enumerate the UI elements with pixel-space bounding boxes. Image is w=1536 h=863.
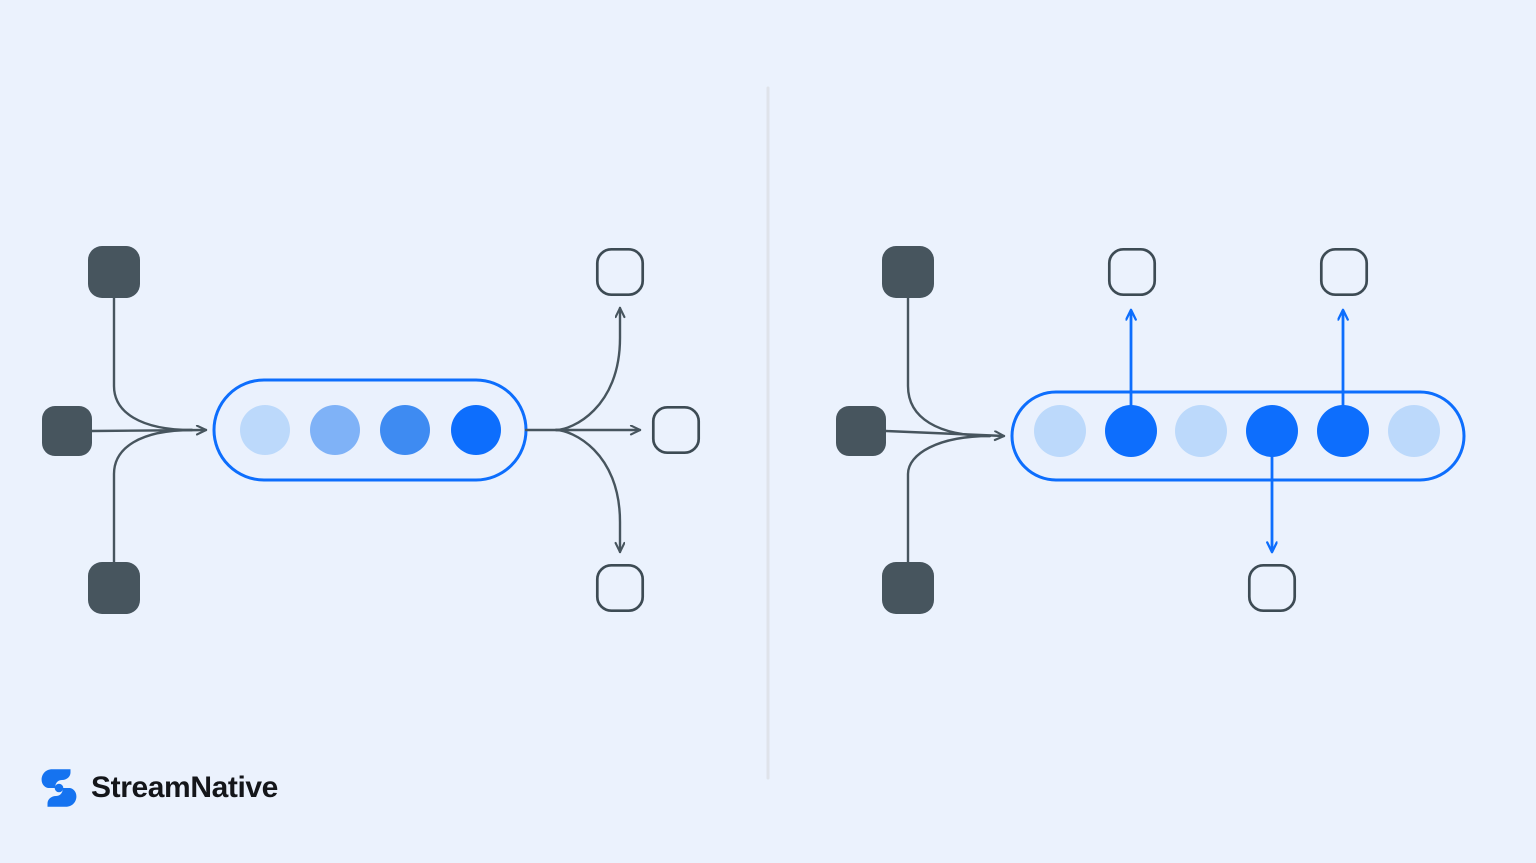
producer-bottom[interactable]: [88, 562, 140, 614]
producer-top-link: [112, 296, 194, 432]
producer-bottom[interactable]: [882, 562, 934, 614]
message-circle[interactable]: [310, 405, 360, 455]
producer-middle[interactable]: [836, 406, 886, 456]
right-panel-layer: [836, 246, 1466, 614]
producer-middle[interactable]: [42, 406, 92, 456]
message-circle[interactable]: [1105, 405, 1157, 457]
consumer-top-left[interactable]: [1107, 247, 1157, 297]
consumer-top-right[interactable]: [1319, 247, 1369, 297]
consumer-top[interactable]: [595, 247, 645, 297]
producer-top[interactable]: [88, 246, 140, 298]
consumer-bottom[interactable]: [1247, 563, 1297, 613]
producer-bottom-link: [906, 434, 992, 564]
producer-top[interactable]: [882, 246, 934, 298]
producer-middle-link: [90, 430, 208, 431]
message-circle[interactable]: [240, 405, 290, 455]
producer-top-link: [906, 296, 992, 438]
message-circle[interactable]: [1388, 405, 1440, 457]
message-circle[interactable]: [451, 405, 501, 455]
streamnative-logo-icon: [41, 769, 77, 807]
message-circle[interactable]: [1034, 405, 1086, 457]
message-circle[interactable]: [380, 405, 430, 455]
consumer-top-link: [554, 306, 620, 432]
left-panel-layer: [42, 246, 701, 614]
message-circle[interactable]: [1317, 405, 1369, 457]
consumer-bottom[interactable]: [595, 563, 645, 613]
consumer-bottom-link: [554, 428, 620, 554]
brand-lockup: StreamNative: [40, 766, 278, 810]
consumer-middle[interactable]: [651, 405, 701, 455]
message-circle[interactable]: [1175, 405, 1227, 457]
brand-wordmark: StreamNative: [91, 771, 278, 804]
producer-middle-link: [884, 429, 1006, 436]
message-circle[interactable]: [1246, 405, 1298, 457]
producer-bottom-link: [112, 428, 194, 564]
